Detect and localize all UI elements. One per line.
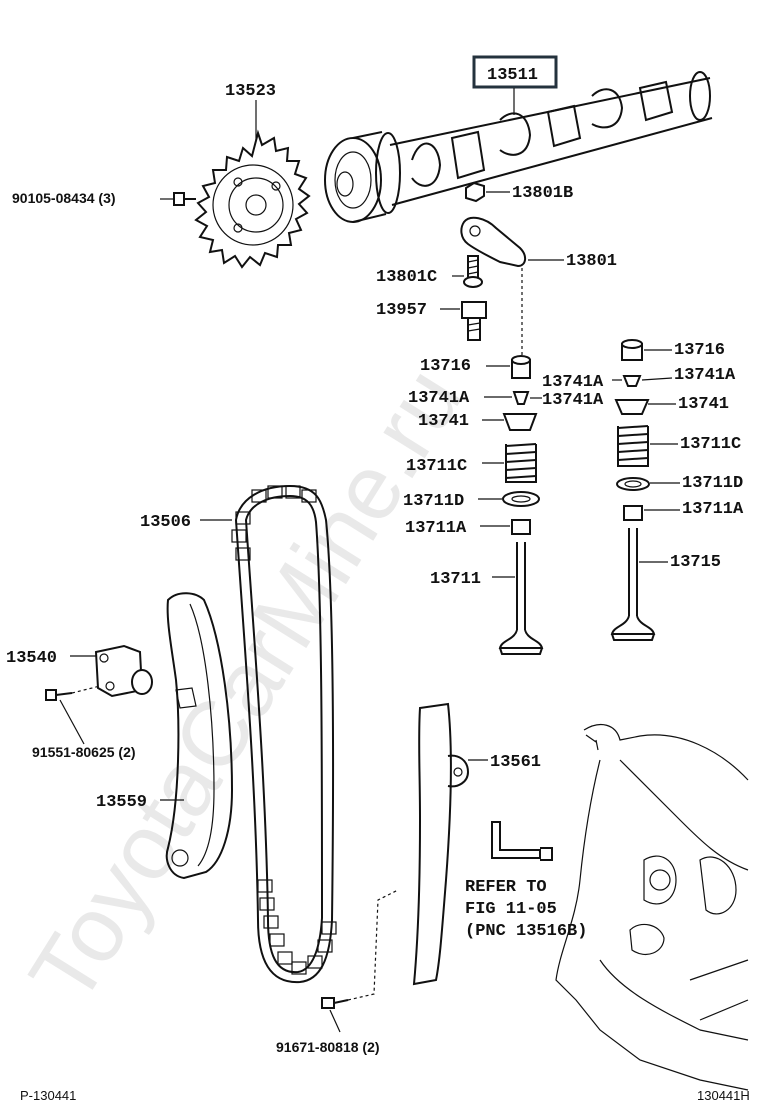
chain-damper[interactable] — [412, 702, 470, 986]
label-seat-left[interactable]: 13711D — [403, 492, 464, 511]
label-slipper[interactable]: 13559 — [96, 793, 147, 812]
lifter-right[interactable] — [621, 339, 643, 361]
footer-right: 130441H — [697, 1088, 750, 1103]
label-cam-gear[interactable]: 13523 — [225, 82, 276, 101]
rocker-arm[interactable] — [460, 216, 526, 268]
label-lifter-left[interactable]: 13716 — [420, 357, 471, 376]
label-spring-left[interactable]: 13711C — [406, 457, 467, 476]
label-keeper-left-a[interactable]: 13741A — [408, 389, 470, 408]
label-seat-right[interactable]: 13711D — [682, 474, 743, 493]
watermark: ToyotaCarMine.ru — [10, 351, 481, 1021]
keeper-left[interactable] — [512, 391, 530, 405]
label-retainer-right[interactable]: 13741 — [678, 395, 729, 414]
label-spring-right[interactable]: 13711C — [680, 435, 741, 454]
oil-jet-pipe[interactable] — [491, 821, 553, 861]
label-lifter-right[interactable]: 13716 — [674, 341, 725, 360]
highlight-box — [472, 55, 558, 89]
label-camshaft[interactable]: 13511 — [487, 66, 538, 85]
label-gear-bolt[interactable]: 90105-08434 (3) — [12, 190, 116, 206]
label-chain[interactable]: 13506 — [140, 513, 191, 532]
camshaft[interactable] — [324, 71, 713, 223]
label-damper[interactable]: 13561 — [490, 753, 541, 772]
label-retainer-left[interactable]: 13741 — [418, 412, 469, 431]
label-keeper-left-b[interactable]: 13741A — [542, 391, 604, 410]
cam-gear[interactable] — [194, 129, 311, 269]
seal-right[interactable] — [623, 505, 643, 521]
label-tensioner-bolt[interactable]: 91551-80625 (2) — [32, 744, 136, 760]
keeper-right[interactable] — [622, 375, 642, 387]
lifter-left[interactable] — [511, 355, 531, 379]
label-rocker-arm[interactable]: 13801 — [566, 252, 617, 271]
spring-right[interactable] — [617, 425, 649, 467]
retainer-left[interactable] — [502, 413, 538, 431]
chain-tensioner[interactable] — [94, 644, 153, 698]
refer-line-2: FIG 11-05 — [465, 900, 557, 919]
label-seal-right[interactable]: 13711A — [682, 500, 744, 519]
label-keeper-right-a[interactable]: 13741A — [542, 373, 604, 392]
refer-line-3[interactable]: (PNC 13516B) — [465, 922, 587, 941]
spring-left[interactable] — [505, 443, 537, 483]
seat-right[interactable] — [616, 477, 650, 491]
label-adjust-screw[interactable]: 13957 — [376, 301, 427, 320]
engine-block — [555, 723, 749, 1091]
label-damper-bolt[interactable]: 91671-80818 (2) — [276, 1039, 380, 1055]
exhaust-valve[interactable] — [610, 528, 656, 641]
footer-left: P-130441 — [20, 1088, 76, 1103]
label-rocker-nut[interactable]: 13801B — [512, 184, 573, 203]
label-rocker-stud[interactable]: 13801C — [376, 268, 437, 287]
gear-bolt[interactable] — [173, 192, 196, 206]
refer-line-1: REFER TO — [465, 878, 547, 897]
label-intake-valve[interactable]: 13711 — [430, 570, 481, 589]
label-keeper-right-b[interactable]: 13741A — [674, 366, 736, 385]
chain-slipper[interactable] — [165, 592, 234, 880]
intake-valve[interactable] — [498, 542, 544, 655]
label-exhaust-valve[interactable]: 13715 — [670, 553, 721, 572]
timing-chain[interactable] — [231, 484, 337, 984]
label-seal-left[interactable]: 13711A — [405, 519, 467, 538]
rocker-nut[interactable] — [465, 181, 485, 203]
retainer-right[interactable] — [614, 399, 650, 415]
adjust-screw[interactable] — [461, 301, 487, 341]
damper-bolt[interactable] — [321, 997, 349, 1009]
seal-left[interactable] — [511, 519, 531, 535]
label-tensioner[interactable]: 13540 — [6, 649, 57, 668]
seat-left[interactable] — [502, 491, 540, 507]
rocker-stud[interactable] — [463, 255, 483, 288]
tensioner-bolt[interactable] — [45, 689, 73, 701]
